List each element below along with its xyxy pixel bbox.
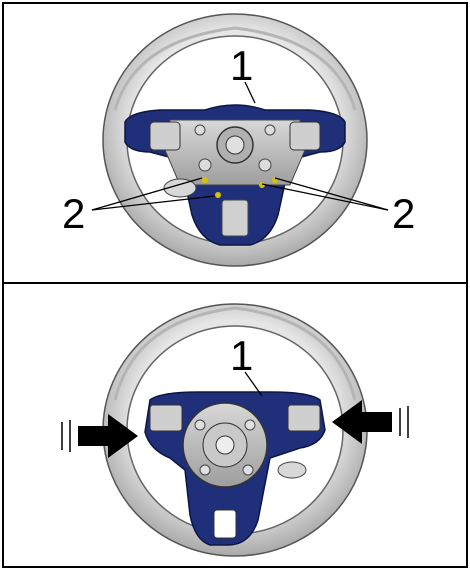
bottom-panel: 1 bbox=[61, 303, 409, 557]
leader-line-bottom bbox=[244, 371, 263, 397]
arrow-left-icon bbox=[332, 400, 409, 444]
arrow-right-icon bbox=[61, 414, 138, 458]
hub-mechanism bbox=[182, 402, 307, 488]
callout-1-bottom: 1 bbox=[230, 332, 253, 379]
hub-assembly bbox=[149, 119, 321, 237]
leader-lines-top bbox=[91, 81, 389, 211]
callout-1-top: 1 bbox=[230, 42, 253, 89]
top-panel: 1 2 2 bbox=[62, 13, 415, 267]
callout-2-left: 2 bbox=[62, 190, 85, 237]
callout-2-right: 2 bbox=[392, 190, 415, 237]
